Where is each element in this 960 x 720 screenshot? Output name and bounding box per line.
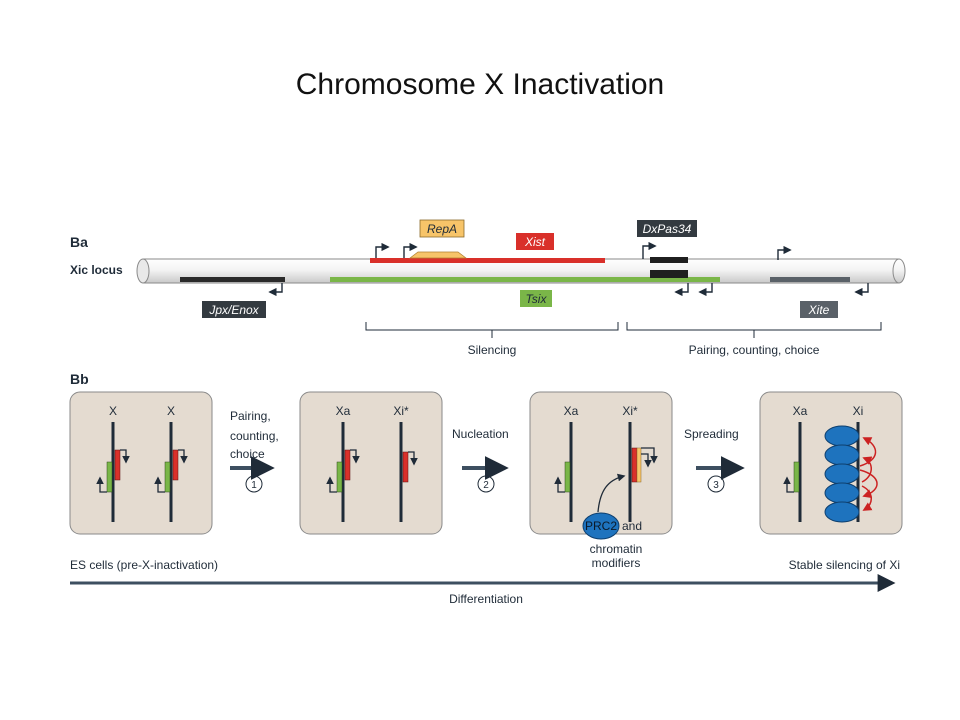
es-cells-label: ES cells (pre-X-inactivation) bbox=[70, 558, 218, 572]
panel-bb: Bb X X Pairing, counting, choice bbox=[69, 371, 903, 606]
repa-label: RepA bbox=[427, 222, 457, 236]
tsix-label-box: Tsix bbox=[520, 290, 552, 307]
region-brackets bbox=[365, 322, 882, 338]
state-box-2: Xa Xi* bbox=[299, 391, 443, 535]
tsix-promoter-arrow-icon-2 bbox=[698, 283, 713, 297]
xist-gene-bar bbox=[370, 258, 605, 263]
transcription-arrows bbox=[268, 241, 869, 297]
box2-right-label: Xi* bbox=[393, 404, 409, 418]
panel-ba: Ba Xic locus RepA bbox=[70, 219, 906, 357]
xite-gene-bar bbox=[770, 277, 850, 282]
tsix-label: Tsix bbox=[526, 292, 548, 306]
step1-line1: Pairing, bbox=[230, 409, 271, 423]
prc2-suffix: and bbox=[622, 519, 642, 533]
pairing-label: Pairing, counting, choice bbox=[689, 343, 820, 357]
step2-number-badge bbox=[477, 475, 495, 493]
xite-promoter-arrow-icon-2 bbox=[777, 245, 792, 260]
xite-label-box: Xite bbox=[800, 301, 838, 318]
prc2-line3: modifiers bbox=[592, 556, 641, 570]
step1-line3: choice bbox=[230, 447, 265, 461]
prc2-label: PRC2 bbox=[585, 519, 617, 533]
step3-number-badge bbox=[707, 475, 725, 493]
box3-right-label: Xi* bbox=[622, 404, 638, 418]
box1-left-label: X bbox=[109, 404, 117, 418]
xite-promoter-arrow-icon-1 bbox=[854, 283, 869, 297]
repa-label-box: RepA bbox=[419, 219, 465, 238]
jpx-gene-bar bbox=[180, 277, 285, 282]
dxpas34-label: DxPas34 bbox=[643, 222, 692, 236]
state-box-3: Xa Xi* PRC2 and chromatin modifiers bbox=[529, 391, 673, 570]
box2-left-label: Xa bbox=[336, 404, 351, 418]
silencing-label: Silencing bbox=[468, 343, 517, 357]
box3-left-label: Xa bbox=[564, 404, 579, 418]
step1-number-badge bbox=[245, 475, 263, 493]
step1-number: 1 bbox=[251, 480, 257, 491]
repa-promoter-arrow-icon bbox=[403, 242, 418, 258]
dxpas34-bar-top bbox=[650, 257, 688, 263]
xist-label: Xist bbox=[524, 235, 546, 249]
step3-line1: Spreading bbox=[684, 427, 739, 441]
jpx-label-box: Jpx/Enox bbox=[202, 301, 266, 318]
xic-locus-label: Xic locus bbox=[70, 263, 123, 277]
spreading-arrows bbox=[859, 437, 878, 511]
xist-promoter-arrow-icon bbox=[375, 242, 390, 258]
state-box-1: X X bbox=[69, 391, 213, 535]
state-box-4: Xa Xi bbox=[759, 391, 903, 535]
prc2-ellipse bbox=[582, 512, 620, 540]
silencing-bracket bbox=[365, 322, 619, 331]
box4-right-label: Xi bbox=[853, 404, 864, 418]
jpx-promoter-arrow-icon bbox=[268, 283, 283, 297]
pairing-bracket bbox=[626, 322, 882, 331]
step2-number: 2 bbox=[483, 480, 489, 491]
tsix-gene-bar bbox=[330, 277, 720, 282]
panel-ba-label: Ba bbox=[70, 234, 88, 250]
prc2-line2: chromatin bbox=[590, 542, 643, 556]
repa-gene-bar bbox=[408, 251, 468, 259]
xite-label: Xite bbox=[808, 303, 830, 317]
box1-right-label: X bbox=[167, 404, 175, 418]
xist-label-box: Xist bbox=[516, 233, 554, 250]
step-3: Spreading 3 bbox=[684, 427, 745, 493]
dxpas34-bar-mid bbox=[650, 270, 688, 278]
dxpas34-label-box: DxPas34 bbox=[637, 220, 697, 237]
stable-silencing-label: Stable silencing of Xi bbox=[789, 558, 900, 572]
panel-bb-label: Bb bbox=[70, 371, 89, 387]
step1-line2: counting, bbox=[230, 429, 279, 443]
jpx-label: Jpx/Enox bbox=[208, 303, 259, 317]
step2-line1: Nucleation bbox=[452, 427, 509, 441]
differentiation-label: Differentiation bbox=[449, 592, 523, 606]
box4-left-label: Xa bbox=[793, 404, 808, 418]
step-2: Nucleation 2 bbox=[452, 427, 509, 493]
prc2-spreading-cluster bbox=[824, 425, 860, 523]
dxpas34-promoter-arrow-icon bbox=[642, 241, 657, 259]
step3-number: 3 bbox=[713, 480, 719, 491]
slide-title: Chromosome X Inactivation bbox=[295, 68, 665, 101]
step-1: Pairing, counting, choice 1 bbox=[230, 409, 279, 493]
tsix-promoter-arrow-icon-1 bbox=[674, 283, 689, 297]
